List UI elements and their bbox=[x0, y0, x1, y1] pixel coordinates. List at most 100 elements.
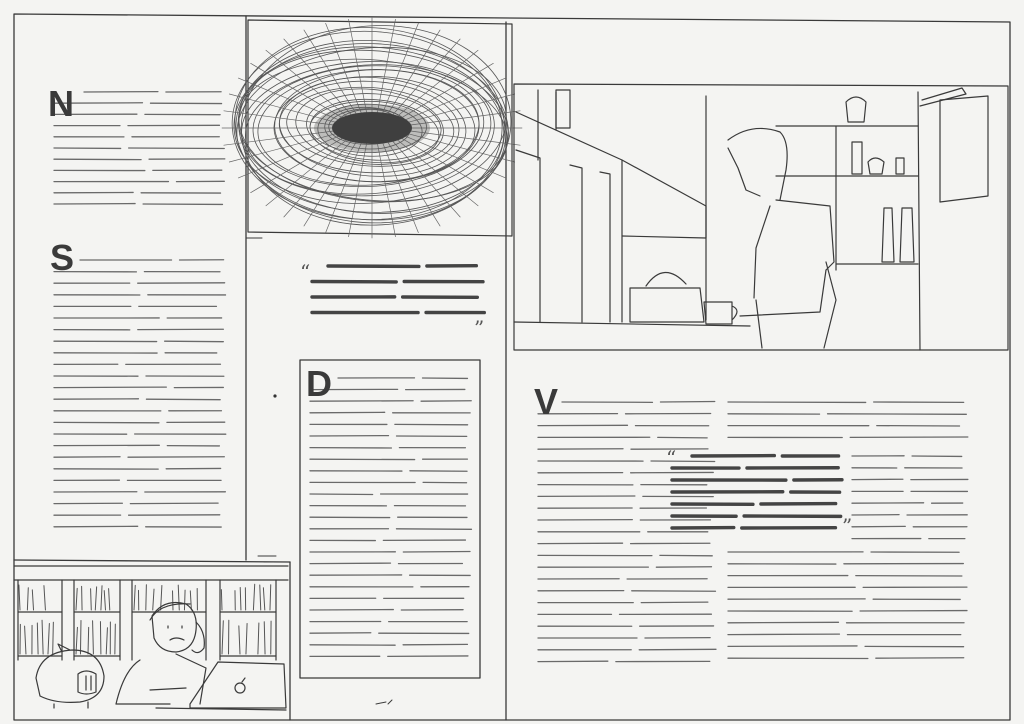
vortex-ring bbox=[286, 86, 455, 167]
dropcap-n: N bbox=[48, 83, 74, 124]
pull-quote-lines bbox=[310, 264, 844, 530]
book-spine bbox=[52, 621, 54, 655]
vortex-ray bbox=[401, 110, 521, 127]
vortex-ray bbox=[400, 93, 516, 125]
vortex-ray bbox=[250, 62, 349, 122]
vortex-ring bbox=[279, 76, 467, 177]
book-spine bbox=[152, 588, 155, 611]
book-spine bbox=[259, 584, 262, 611]
book-spine bbox=[79, 619, 82, 655]
text-lines bbox=[53, 90, 969, 663]
book-spine bbox=[183, 589, 186, 611]
dropcap-s: S bbox=[50, 237, 75, 278]
vortex-ray bbox=[385, 138, 441, 227]
vortex-ray bbox=[237, 77, 346, 123]
vortex-ring bbox=[252, 65, 485, 188]
book-spine bbox=[92, 620, 94, 655]
book-spine bbox=[100, 585, 103, 611]
book-spine bbox=[145, 584, 147, 611]
library-scene-illustration bbox=[13, 565, 289, 711]
book-spine bbox=[75, 626, 78, 655]
vortex-illustration bbox=[221, 17, 523, 239]
column-d-box bbox=[299, 359, 481, 679]
vortex-ring bbox=[233, 46, 505, 213]
book-spine bbox=[103, 590, 106, 611]
vortex-ray bbox=[348, 19, 368, 117]
book-spine bbox=[263, 621, 266, 655]
book-spine bbox=[221, 620, 224, 655]
book-spine bbox=[189, 590, 192, 611]
book-spine bbox=[108, 588, 111, 611]
vortex-ray bbox=[228, 131, 344, 163]
pull-quote-2-open-mark: “ bbox=[666, 446, 677, 470]
dropcap-d: D bbox=[306, 363, 332, 404]
vortex-ray bbox=[228, 93, 344, 125]
vortex-ray bbox=[392, 49, 479, 120]
book-spine bbox=[87, 626, 90, 655]
vortex-ring bbox=[245, 64, 492, 195]
book-spine bbox=[105, 627, 108, 655]
vortex-ray bbox=[223, 129, 343, 146]
vortex-ray bbox=[250, 134, 349, 194]
vortex-ray bbox=[380, 23, 419, 117]
book-spine bbox=[90, 588, 92, 611]
vortex-ray bbox=[398, 133, 507, 179]
vortex-ray bbox=[389, 38, 461, 119]
pull-quote-1-open-mark: “ bbox=[300, 260, 311, 284]
vortex-ray bbox=[392, 136, 479, 207]
vortex-ring bbox=[240, 25, 512, 226]
vortex-ray bbox=[400, 131, 516, 163]
book-spine bbox=[24, 625, 27, 655]
book-spine bbox=[160, 584, 163, 611]
vortex-ray bbox=[385, 29, 441, 118]
vortex-ray bbox=[395, 62, 494, 122]
vortex-ray bbox=[303, 29, 359, 118]
vortex-ray bbox=[223, 110, 343, 127]
vortex-ray bbox=[265, 49, 352, 120]
vortex-ray bbox=[376, 19, 396, 117]
vortex-ring bbox=[257, 69, 480, 186]
vortex-ray bbox=[237, 133, 346, 179]
book-spine bbox=[177, 584, 180, 611]
vortex-ray bbox=[401, 129, 521, 146]
book-spine bbox=[26, 587, 29, 611]
vortex-ray bbox=[325, 139, 364, 233]
book-spine bbox=[133, 584, 136, 611]
vortex-ring bbox=[238, 43, 509, 214]
vortex-ray bbox=[380, 139, 419, 233]
book-spine bbox=[18, 584, 21, 611]
vortex-ring bbox=[234, 27, 506, 224]
vortex-ray bbox=[398, 77, 507, 123]
book-spine bbox=[47, 623, 50, 655]
pull-quote-1-close-mark: ” bbox=[474, 316, 485, 340]
book-spine bbox=[262, 587, 266, 611]
book-spine bbox=[257, 622, 260, 655]
vortex-ray bbox=[395, 134, 494, 194]
book-spine bbox=[36, 622, 39, 655]
vortex-ray bbox=[376, 139, 396, 237]
kitchen-scene-illustration bbox=[513, 83, 1009, 351]
book-spine bbox=[252, 583, 256, 611]
book-spine bbox=[239, 587, 242, 611]
book-spine bbox=[269, 584, 272, 611]
vortex-ray bbox=[303, 138, 359, 227]
dropcap-v: V bbox=[534, 381, 559, 422]
book-spine bbox=[94, 586, 98, 611]
vortex-ring bbox=[231, 30, 503, 220]
vortex-ray bbox=[283, 137, 355, 218]
book-spine bbox=[220, 589, 223, 611]
vortex-ray bbox=[389, 137, 461, 218]
pull-quote-2-close-mark: ” bbox=[842, 514, 853, 538]
vortex-ray bbox=[325, 23, 364, 117]
book-spine bbox=[75, 587, 78, 611]
vortex-ring bbox=[317, 103, 423, 157]
book-spine bbox=[245, 622, 248, 655]
vortex-ray bbox=[265, 136, 352, 207]
book-spine bbox=[31, 589, 35, 611]
book-spine bbox=[238, 625, 241, 655]
vortex-ray bbox=[283, 38, 355, 119]
book-spine bbox=[43, 585, 46, 611]
vortex-ray bbox=[348, 139, 368, 237]
